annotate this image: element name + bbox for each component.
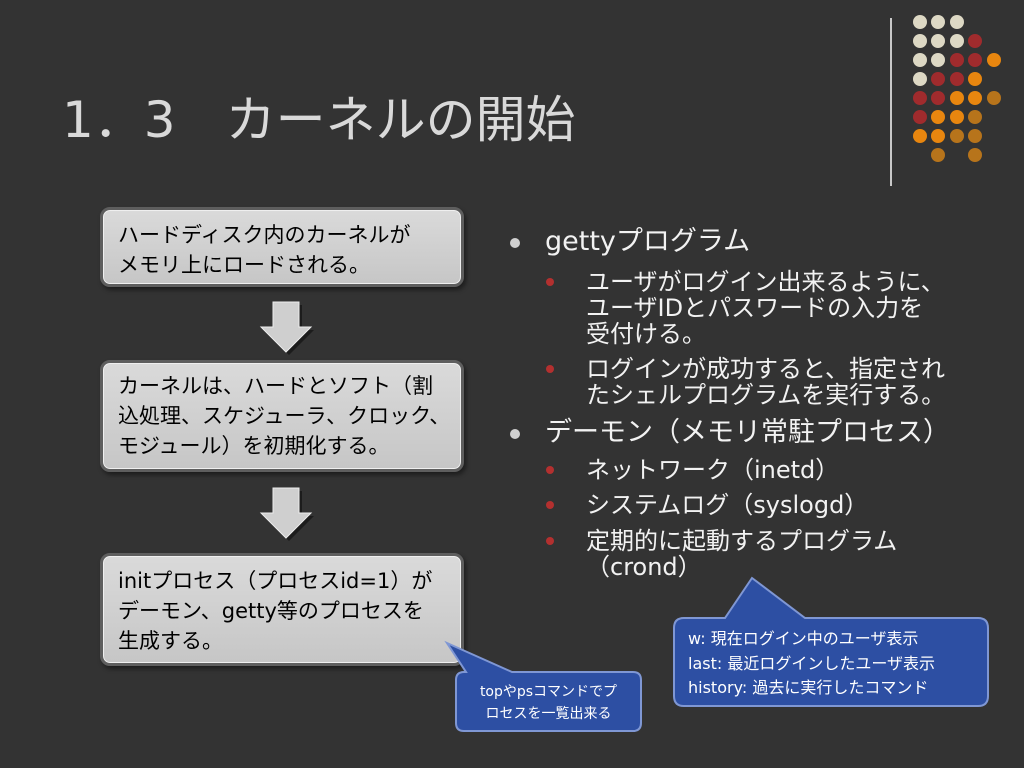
sub-bullet-marker	[546, 466, 554, 474]
decorative-dot	[913, 53, 927, 67]
sub-bullet-line: 定期的に起動するプログラム	[586, 527, 898, 555]
decorative-dot	[968, 110, 982, 124]
sub-bullet-item: ネットワーク（inetd）	[586, 457, 839, 483]
decorative-dot	[931, 53, 945, 67]
decorative-dot	[950, 72, 964, 86]
sub-bullet-line: （crond）	[586, 553, 702, 581]
sub-bullet-marker	[546, 537, 554, 545]
slide-title: 1．3 カーネルの開始	[62, 91, 576, 149]
decorative-dot	[950, 91, 964, 105]
decorative-dot	[968, 34, 982, 48]
bullet-marker	[510, 429, 520, 439]
decorative-dot	[950, 53, 964, 67]
callout-text-login-commands: w: 現在ログイン中のユーザ表示 last: 最近ログインしたユーザ表示 his…	[688, 627, 935, 701]
decorative-dot	[968, 72, 982, 86]
sub-bullet-line: システムログ（syslogd）	[586, 491, 869, 519]
sub-bullet-line: ログインが成功すると、指定され	[586, 355, 946, 383]
sub-bullet-marker	[546, 501, 554, 509]
decorative-dot	[931, 148, 945, 162]
flow-step-text: メモリ上にロードされる。	[118, 253, 370, 277]
bullet-item-daemon: デーモン（メモリ常駐プロセス）	[545, 417, 950, 448]
flow-step-text: 生成する。	[118, 629, 223, 653]
sub-bullet-line: たシェルプログラムを実行する。	[586, 381, 946, 409]
sub-bullet-line: ユーザIDとパスワードの入力を	[586, 294, 924, 322]
sub-bullet-item: ログインが成功すると、指定され たシェルプログラムを実行する。	[586, 356, 945, 408]
decorative-dot	[987, 53, 1001, 67]
callout-bubble-process-list	[444, 640, 642, 732]
decorative-dot	[931, 129, 945, 143]
decorative-dot	[968, 53, 982, 67]
flow-step-text: モジュール）を初期化する。	[118, 434, 390, 458]
down-arrow-icon	[259, 487, 314, 541]
decorative-dot	[913, 34, 927, 48]
flow-step-box-2: カーネルは、ハードとソフト（割 込処理、スケジューラ、クロック、 モジュール）を…	[100, 360, 464, 472]
sub-bullet-marker	[546, 278, 554, 286]
decorative-dot	[968, 91, 982, 105]
callout-line: w: 現在ログイン中のユーザ表示	[688, 629, 919, 648]
sub-bullet-item: ユーザがログイン出来るように、 ユーザIDとパスワードの入力を 受付ける。	[586, 269, 945, 347]
decorative-dot	[913, 110, 927, 124]
flow-step-box-1: ハードディスク内のカーネルが メモリ上にロードされる。	[100, 207, 464, 287]
decorative-dot	[950, 15, 964, 29]
down-arrow-shape	[259, 301, 313, 353]
sub-bullet-item: システムログ（syslogd）	[586, 492, 868, 518]
flow-step-text: 込処理、スケジューラ、クロック、	[118, 404, 451, 428]
decorative-dot	[968, 148, 982, 162]
sub-bullet-marker	[546, 365, 554, 373]
callout-line: ロセスを一覧出来る	[485, 706, 612, 722]
callout-line: topやpsコマンドでプ	[479, 684, 618, 700]
flow-step-box-3: initプロセス（プロセスid=1）が デーモン、getty等のプロセスを 生成…	[100, 553, 464, 666]
callout-line: history: 過去に実行したコマンド	[688, 678, 929, 697]
callout-line: last: 最近ログインしたユーザ表示	[688, 653, 936, 673]
decorative-dot	[931, 91, 945, 105]
bullet-marker	[510, 238, 520, 248]
decorative-dot	[913, 129, 927, 143]
decorative-dot	[931, 15, 945, 29]
decorative-dot	[931, 110, 945, 124]
decorative-dot	[913, 15, 927, 29]
decorative-dot	[913, 72, 927, 86]
down-arrow-shape	[259, 487, 313, 539]
flow-step-text: カーネルは、ハードとソフト（割	[118, 374, 433, 398]
flow-step-text: initプロセス（プロセスid=1）が	[118, 569, 433, 593]
sub-bullet-line: ユーザがログイン出来るように、	[586, 268, 945, 296]
callout-bubble-login-commands	[673, 576, 989, 707]
sub-bullet-line: ネットワーク（inetd）	[586, 456, 840, 484]
decorative-dot	[950, 110, 964, 124]
sub-bullet-line: 受付ける。	[586, 320, 706, 348]
decorative-dot	[950, 34, 964, 48]
down-arrow-icon	[259, 301, 314, 355]
decorative-dot	[950, 129, 964, 143]
flow-step-text: デーモン、getty等のプロセスを	[118, 599, 424, 623]
flow-step-text: ハードディスク内のカーネルが	[118, 223, 411, 247]
sub-bullet-item: 定期的に起動するプログラム （crond）	[586, 528, 897, 580]
decorative-dot	[968, 129, 982, 143]
callout-text-process-list: topやpsコマンドでプ ロセスを一覧出来る	[456, 681, 641, 725]
bullet-item-getty: gettyプログラム	[545, 226, 751, 257]
decorative-dot	[931, 72, 945, 86]
decorative-dot	[987, 91, 1001, 105]
decorative-dot	[913, 91, 927, 105]
decorative-dot	[931, 34, 945, 48]
title-divider-line	[890, 18, 892, 186]
